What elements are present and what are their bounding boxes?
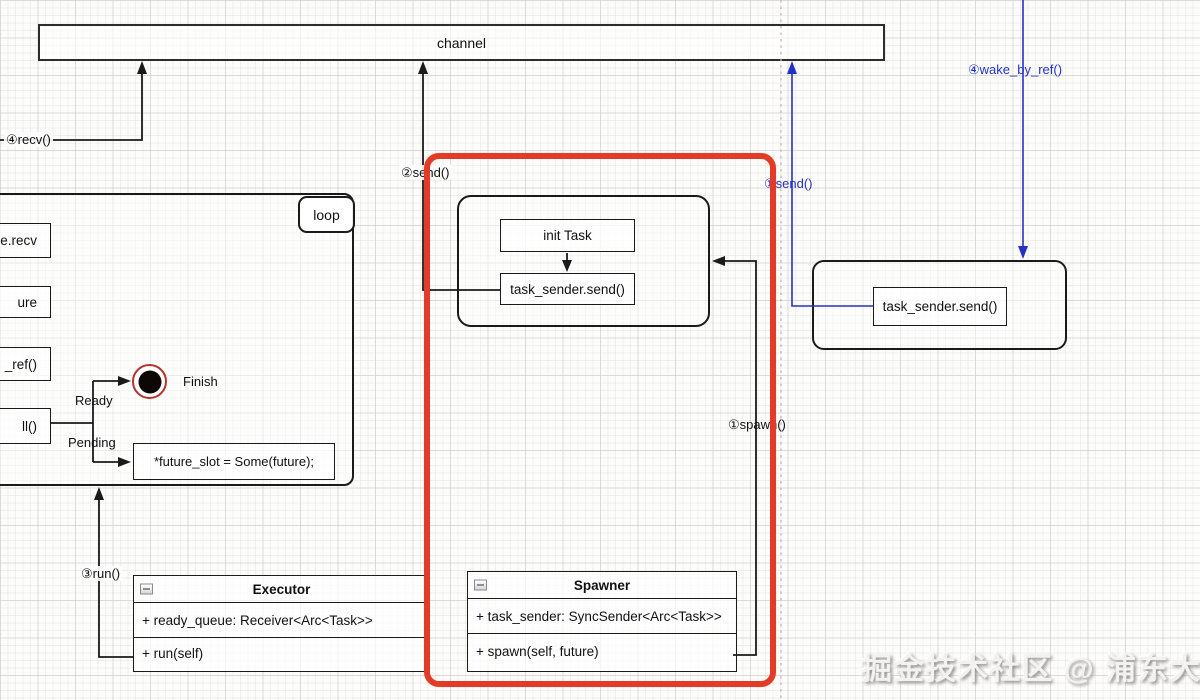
- loop-step-recv-label: e.recv: [0, 233, 37, 248]
- spawner-method-label: + spawn(self, future): [476, 643, 599, 659]
- spawner-attribute-row: + task_sender: SyncSender<Arc<Task>>: [468, 599, 736, 634]
- loop-step-future-node: ure: [0, 286, 51, 318]
- red-highlight-frame: [424, 153, 776, 687]
- waker-send-node: task_sender.send(): [873, 287, 1007, 326]
- recv-step-label: ④recv(): [4, 132, 53, 147]
- spawner-class-header: Spawner: [468, 572, 736, 599]
- loop-tag-label: loop: [313, 206, 340, 223]
- final-state-inner-dot: [138, 370, 161, 393]
- watermark-text: 掘金技术社区 @ 浦东大花菜: [862, 653, 1200, 686]
- init-task-label: init Task: [543, 228, 592, 243]
- channel-label: channel: [436, 34, 487, 51]
- spawner-class-title: Spawner: [573, 577, 631, 593]
- loop-step-poll-label: ll(): [22, 418, 37, 434]
- init-task-send-label: task_sender.send(): [510, 281, 625, 297]
- loop-step-poll-node: ll(): [0, 408, 51, 444]
- spawner-method-row: + spawn(self, future): [468, 634, 736, 668]
- future-slot-node: *future_slot = Some(future);: [133, 443, 335, 480]
- pending-branch-label: Pending: [68, 435, 116, 450]
- executor-class-node: Executor + ready_queue: Receiver<Arc<Tas…: [133, 575, 430, 672]
- collapse-icon: [474, 579, 487, 591]
- loop-step-future-label: ure: [17, 294, 37, 310]
- executor-method-label: + run(self): [142, 646, 204, 661]
- recv-connector: [0, 61, 147, 141]
- run-step-label: ③run(): [79, 566, 123, 581]
- loop-step-waker-label: _ref(): [4, 356, 37, 372]
- channel-node: channel: [38, 24, 885, 61]
- collapse-icon: [140, 583, 153, 595]
- waker-send-label: task_sender.send(): [882, 299, 998, 314]
- spawner-attribute-label: + task_sender: SyncSender<Arc<Task>>: [476, 608, 722, 624]
- final-state-icon: [132, 364, 167, 399]
- executor-attribute-row: + ready_queue: Receiver<Arc<Task>>: [134, 603, 429, 638]
- executor-class-header: Executor: [134, 576, 429, 603]
- future-slot-label: *future_slot = Some(future);: [153, 454, 315, 469]
- ready-branch-label: Ready: [75, 393, 113, 408]
- init-task-send-node: task_sender.send(): [500, 273, 635, 305]
- loop-tag-node: loop: [298, 196, 355, 233]
- loop-step-waker-node: _ref(): [0, 347, 51, 381]
- executor-class-title: Executor: [252, 581, 311, 597]
- init-task-node: init Task: [500, 219, 635, 252]
- wake-by-ref-step-label: ④wake_by_ref(): [968, 62, 1063, 77]
- spawner-class-node: Spawner + task_sender: SyncSender<Arc<Ta…: [467, 571, 737, 672]
- wake-by-ref-connector: [1018, 0, 1028, 259]
- executor-attribute-label: + ready_queue: Receiver<Arc<Task>>: [142, 612, 373, 628]
- executor-method-row: + run(self): [134, 638, 429, 669]
- finish-label: Finish: [183, 374, 218, 389]
- loop-step-recv-node: e.recv: [0, 223, 51, 258]
